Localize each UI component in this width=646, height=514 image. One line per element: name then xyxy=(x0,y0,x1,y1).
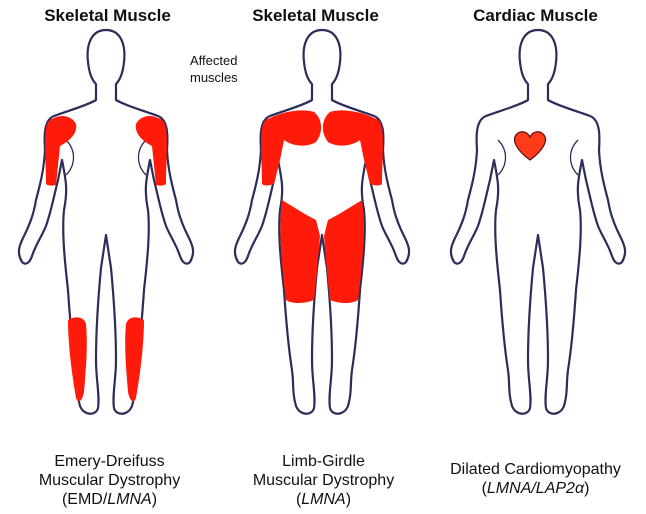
caption-emd-gene: LMNA xyxy=(107,491,151,508)
caption-lgmd-line1: Limb-Girdle xyxy=(216,452,431,471)
caption-emd-line3: (EMD/LMNA) xyxy=(2,490,217,509)
caption-cardiac-line1: Dilated Cardiomyopathy xyxy=(428,460,643,479)
caption-cardiac: Dilated Cardiomyopathy (LMNA/LAP2α) xyxy=(428,460,643,498)
caption-lgmd-suffix: ) xyxy=(346,491,351,508)
caption-emd-prefix: (EMD/ xyxy=(62,491,107,508)
caption-cardiac-suffix: ) xyxy=(584,480,589,497)
human-figure-outline xyxy=(19,30,193,414)
caption-cardiac-gene: LMNA/LAP2α xyxy=(487,480,584,497)
affected-calf-left xyxy=(68,317,87,401)
affected-calf-right xyxy=(125,317,144,401)
human-figure-outline xyxy=(235,30,409,414)
human-figure-outline xyxy=(451,30,625,414)
figure-cardiac xyxy=(451,30,625,414)
caption-cardiac-line3: (LMNA/LAP2α) xyxy=(428,479,643,498)
caption-lgmd-line3: (LMNA) xyxy=(216,490,431,509)
caption-emd: Emery-Dreifuss Muscular Dystrophy (EMD/L… xyxy=(2,452,217,509)
caption-lgmd-line2: Muscular Dystrophy xyxy=(216,471,431,490)
body-figures xyxy=(0,0,646,440)
figure-lgmd xyxy=(235,30,409,414)
figure-emd xyxy=(19,30,193,414)
caption-emd-line1: Emery-Dreifuss xyxy=(2,452,217,471)
caption-emd-suffix: ) xyxy=(152,491,157,508)
caption-emd-line2: Muscular Dystrophy xyxy=(2,471,217,490)
caption-lgmd-gene: LMNA xyxy=(301,491,345,508)
caption-lgmd: Limb-Girdle Muscular Dystrophy (LMNA) xyxy=(216,452,431,509)
